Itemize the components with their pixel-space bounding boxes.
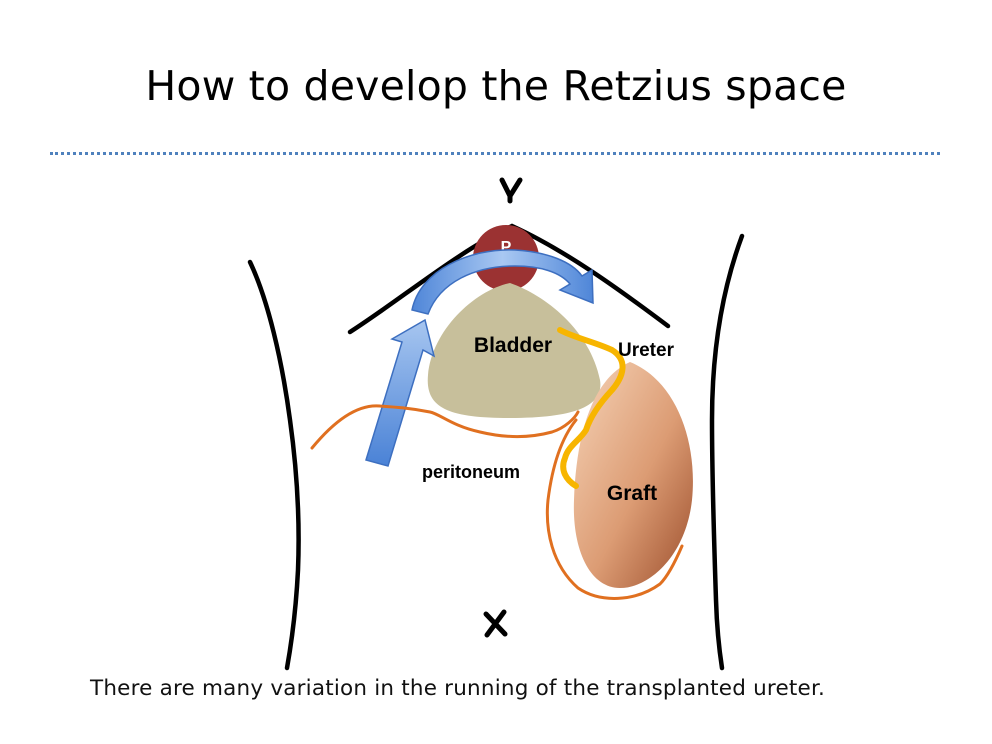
slide-title: How to develop the Retzius space [145,62,847,110]
head-marker [499,177,523,204]
bladder-shape [427,283,601,418]
navel-mark-label: P [501,239,512,256]
body-outline-left [247,259,301,671]
peritoneum-label: peritoneum [422,462,520,482]
peritoneum-line [310,404,684,600]
curved-arrow [411,249,594,315]
graft-label: Graft [607,482,657,505]
retzius-diagram: P Bladder Ureter peritoneum Graft [247,177,745,671]
diagonal-arrow [365,318,436,467]
dotted-divider [50,152,940,155]
ureter-line [557,327,626,489]
bladder-label: Bladder [474,334,552,357]
foot-marker [483,609,508,638]
caption-text: There are many variation in the running … [90,676,826,701]
ureter-label: Ureter [618,340,675,361]
graft-shape [573,362,693,588]
body-outline-right [709,233,745,671]
